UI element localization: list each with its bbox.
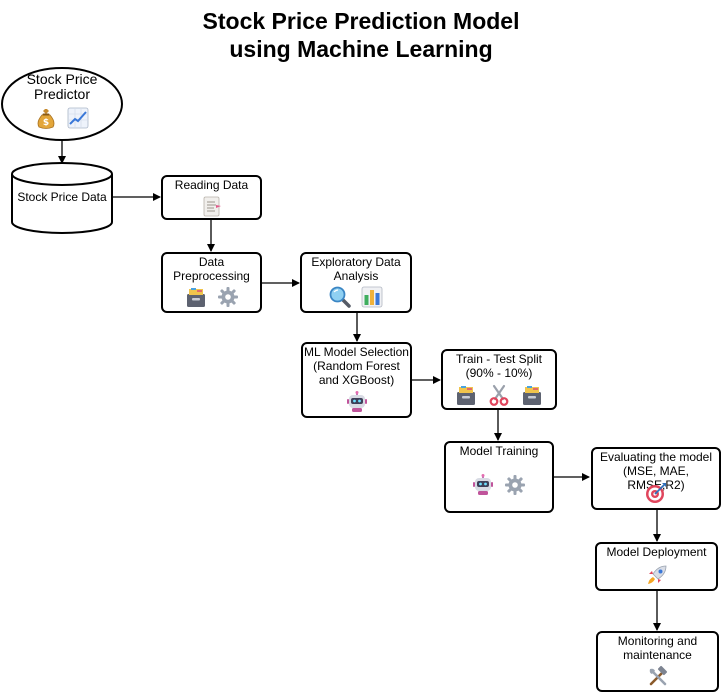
preprocessing-line-1: Data (198, 255, 225, 269)
eda-line-1: Exploratory Data (311, 255, 401, 269)
file-cabinet-icon (454, 383, 478, 407)
document-icon (200, 194, 224, 218)
scissors-icon (487, 383, 511, 407)
preprocessing-line-2: Preprocessing (173, 269, 250, 283)
robot-icon (471, 473, 495, 497)
gear-icon (216, 285, 240, 309)
evaluation-line-2: (MSE, MAE, RMSE,R2) (622, 464, 689, 492)
chart-increasing-icon (66, 106, 90, 130)
evaluation-line-1: Evaluating the model (599, 450, 713, 464)
model-selection-line-3: and XGBoost) (318, 373, 395, 387)
monitoring-line-1: Monitoring and (617, 634, 698, 648)
svg-text:$: $ (43, 118, 49, 128)
eda-line-2: Analysis (333, 269, 379, 283)
split-line-2: (90% - 10%) (465, 366, 533, 380)
data-store-node: Stock Price Data (17, 190, 107, 204)
monitoring-node: Monitoring and maintenance (596, 631, 719, 692)
target-icon (644, 481, 668, 505)
model-selection-line-2: (Random Forest (313, 359, 400, 373)
diagram-title: Stock Price Prediction Model using Machi… (0, 7, 722, 63)
deployment-label: Model Deployment (606, 545, 707, 559)
gear-icon (503, 473, 527, 497)
eda-node: Exploratory Data Analysis (300, 252, 412, 313)
predictor-node: Stock Price Predictor (2, 72, 122, 102)
file-cabinet-icon (520, 383, 544, 407)
model-training-label: Model Training (459, 444, 539, 458)
deployment-node: Model Deployment (595, 542, 718, 591)
robot-icon (345, 390, 369, 414)
data-store-cylinder (11, 162, 113, 234)
evaluation-node: Evaluating the model (MSE, MAE, RMSE,R2) (591, 447, 721, 510)
reading-data-label: Reading Data (174, 178, 249, 192)
hammer-wrench-icon (646, 665, 670, 689)
predictor-icons: $ (2, 106, 122, 130)
monitoring-line-2: maintenance (623, 648, 692, 662)
predictor-ellipse (1, 67, 123, 141)
magnifying-glass-icon (328, 285, 352, 309)
title-line-1: Stock Price Prediction Model (202, 8, 520, 34)
money-bag-icon: $ (34, 106, 58, 130)
model-selection-node: ML Model Selection (Random Forest and XG… (301, 342, 412, 418)
split-line-1: Train - Test Split (455, 352, 543, 366)
title-line-2: using Machine Learning (229, 36, 493, 62)
rocket-icon (645, 563, 669, 587)
predictor-line-1: Stock Price (26, 71, 98, 87)
model-training-node: Model Training (444, 441, 554, 513)
model-selection-line-1: ML Model Selection (304, 345, 409, 359)
bar-chart-icon (360, 285, 384, 309)
preprocessing-node: Data Preprocessing (161, 252, 262, 313)
train-test-split-node: Train - Test Split (90% - 10%) (441, 349, 557, 410)
predictor-line-2: Predictor (33, 86, 91, 102)
reading-data-node: Reading Data (161, 175, 262, 220)
file-cabinet-icon (184, 285, 208, 309)
